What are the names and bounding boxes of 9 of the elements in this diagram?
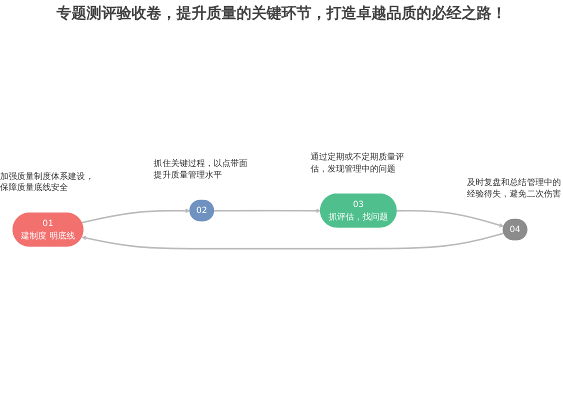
arrow [214, 208, 321, 214]
arrow [82, 208, 190, 224]
description-text: 通过定期或不定期质量评估，发现管理中的问题 [310, 151, 406, 174]
arrow [82, 232, 504, 250]
description-text: 加强质量制度体系建设，保障质量底线安全 [0, 170, 95, 194]
title: 专题测评验收卷，提升质量的关键环节，打造卓越品质的必经之路！ [56, 3, 508, 24]
arrow [396, 210, 504, 228]
description-text: 抓住关键过程，以点带面提升质量管理水平 [154, 158, 249, 181]
description-text: 及时复盘和总结管理中的经验得失，避免二次伤害 [467, 176, 562, 200]
